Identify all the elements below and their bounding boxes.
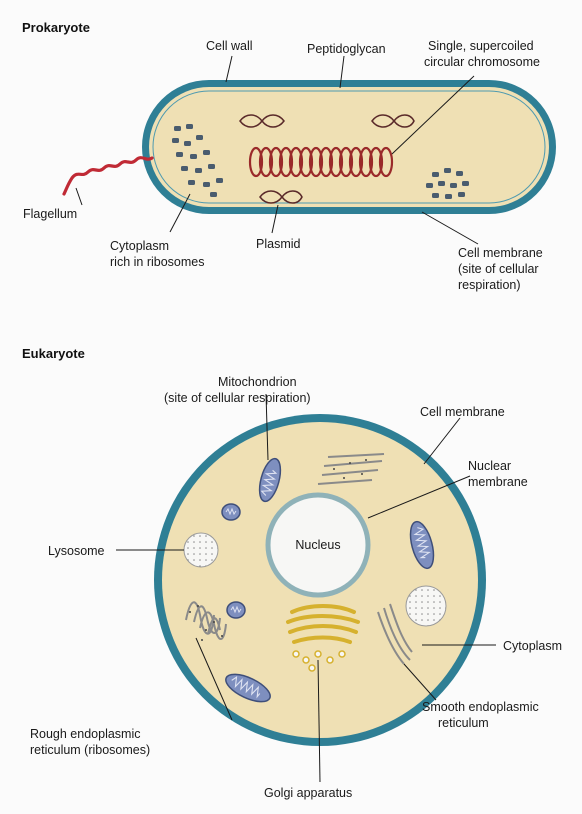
label-nuclear-1: Nuclear xyxy=(468,459,511,473)
label-golgi: Golgi apparatus xyxy=(264,786,352,800)
label-rough-er-2: reticulum (ribosomes) xyxy=(30,743,150,757)
label-rough-er-1: Rough endoplasmic xyxy=(30,727,141,741)
label-chromosome-2: circular chromosome xyxy=(424,55,540,69)
flagellum-icon xyxy=(64,158,152,194)
label-cell-membrane: Cell membrane xyxy=(420,405,505,419)
label-peptidoglycan: Peptidoglycan xyxy=(307,42,386,56)
label-flagellum: Flagellum xyxy=(23,207,77,221)
prokaryote-title: Prokaryote xyxy=(22,20,90,35)
label-membrane-3: respiration) xyxy=(458,278,521,292)
label-mito-1: Mitochondrion xyxy=(218,375,297,389)
label-nucleus: Nucleus xyxy=(295,538,340,552)
label-cytoplasm-2: rich in ribosomes xyxy=(110,255,204,269)
label-cytoplasm: Cytoplasm xyxy=(503,639,562,653)
label-plasmid: Plasmid xyxy=(256,237,301,251)
label-membrane-1: Cell membrane xyxy=(458,246,543,260)
label-smooth-er-2: reticulum xyxy=(438,716,489,730)
prokaryote-cytoplasm xyxy=(149,87,549,207)
label-lysosome: Lysosome xyxy=(48,544,105,558)
label-membrane-2: (site of cellular xyxy=(458,262,539,276)
eukaryote-title: Eukaryote xyxy=(22,346,85,361)
label-cytoplasm-1: Cytoplasm xyxy=(110,239,169,253)
label-mito-2: (site of cellular respiration) xyxy=(164,391,311,405)
label-chromosome-1: Single, supercoiled xyxy=(428,39,534,53)
label-smooth-er-1: Smooth endoplasmic xyxy=(422,700,539,714)
prokaryote-chromosome xyxy=(250,148,392,176)
label-nuclear-2: membrane xyxy=(468,475,528,489)
label-cell-wall: Cell wall xyxy=(206,39,253,53)
